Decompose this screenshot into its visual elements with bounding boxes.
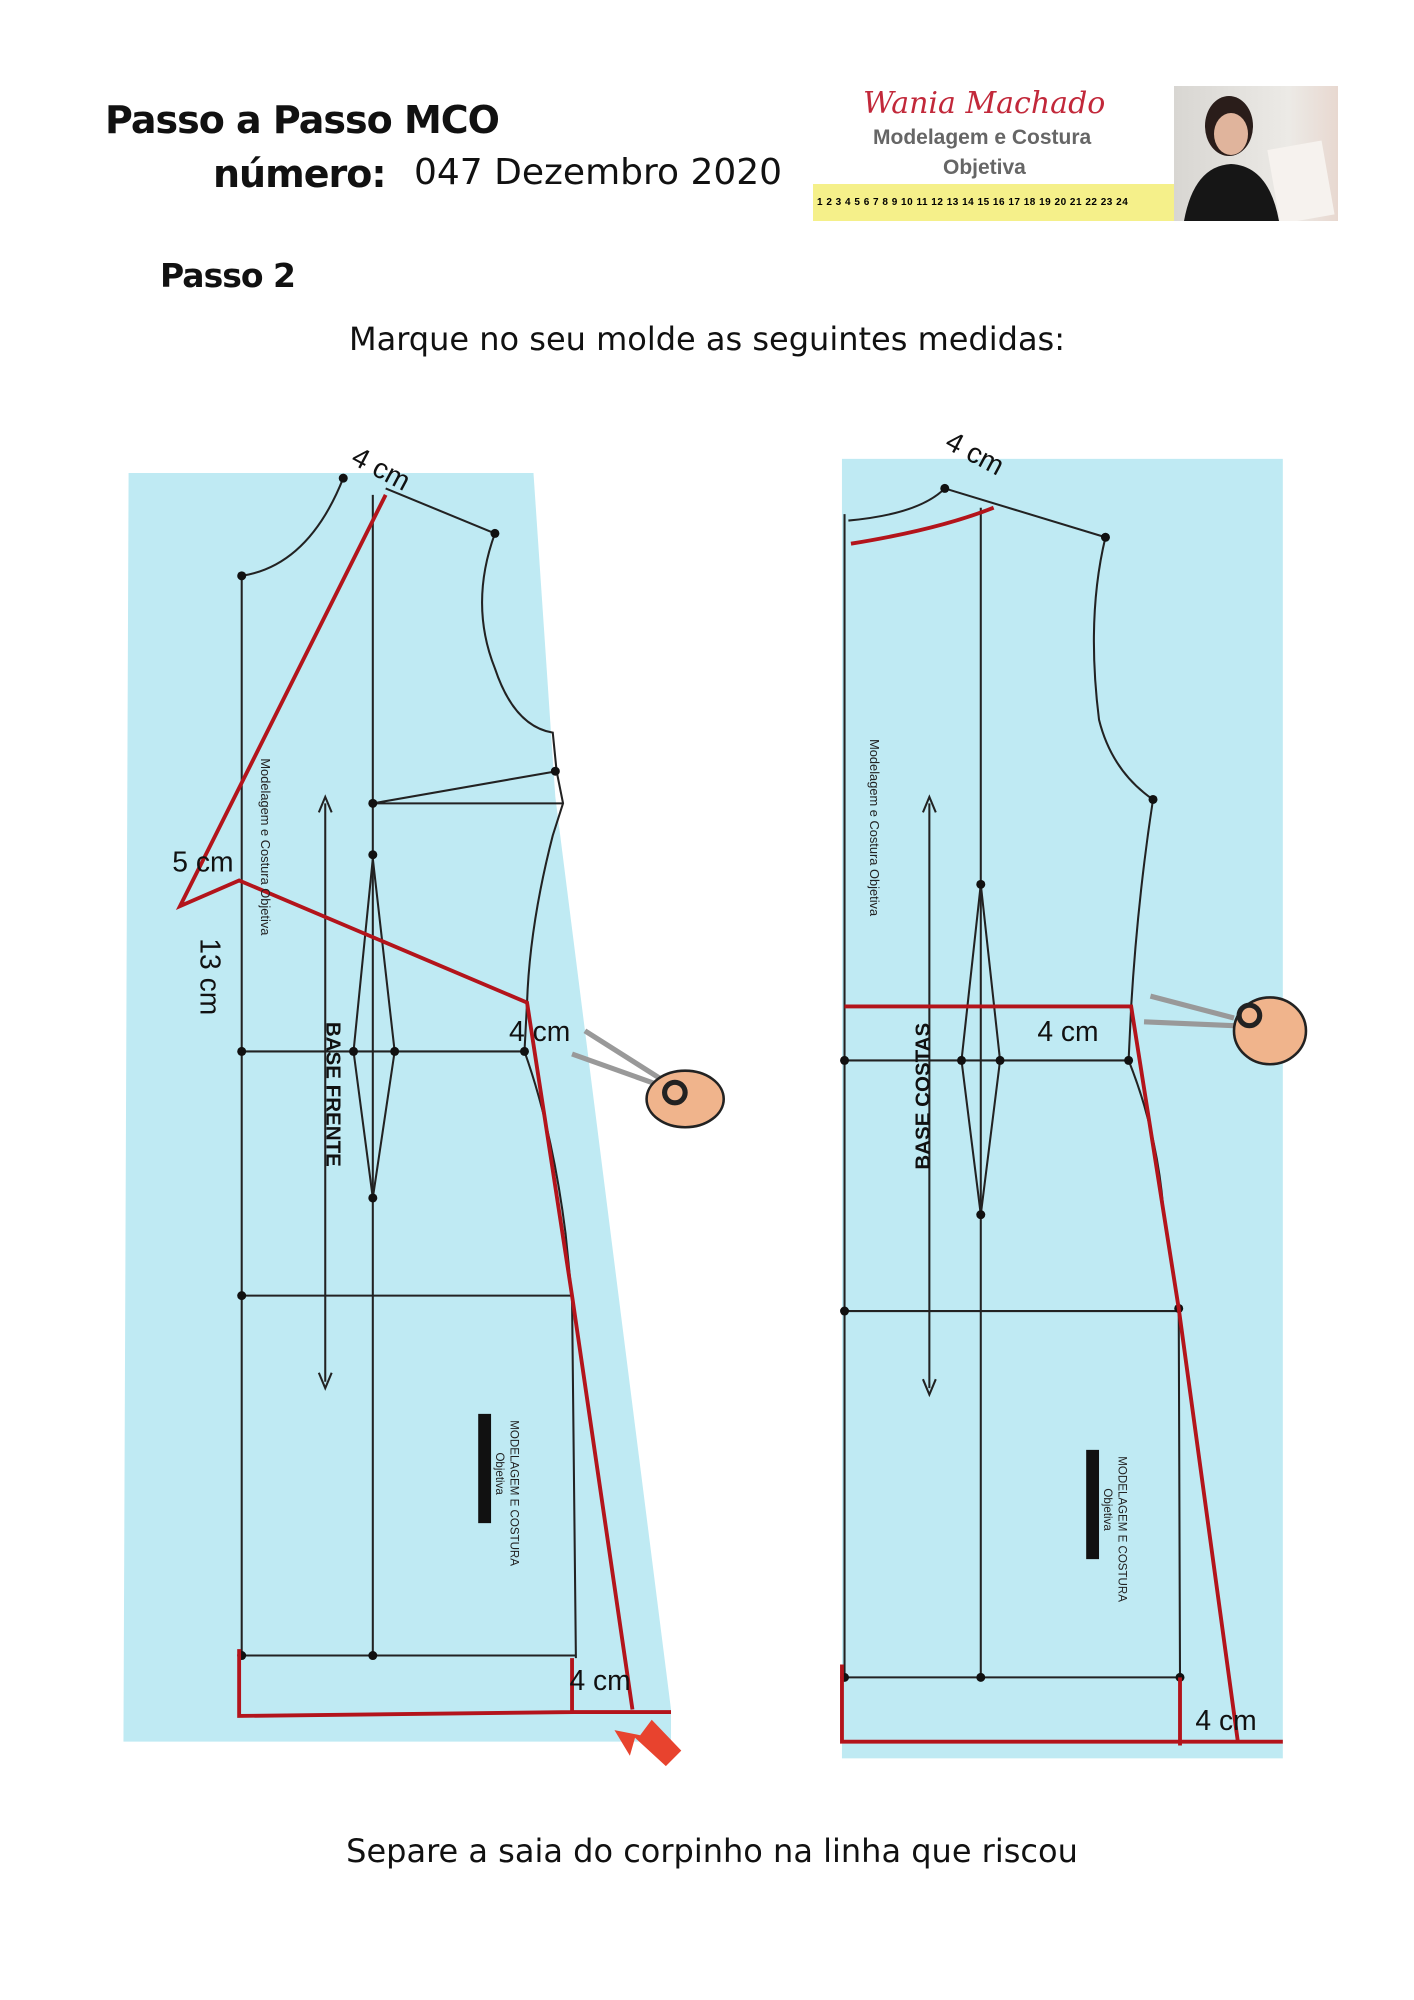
back-stamp-2: Objetiva [1101,1488,1113,1531]
red-arrow-icon [614,1719,682,1767]
logo-script-name: Wania Machado [863,86,1106,121]
step-instruction: Marque no seu molde as seguintes medidas… [348,320,1065,358]
scissors-hand-icon [1143,993,1308,1066]
step-title: Passo 2 [160,256,296,295]
back-watermark: Modelagem e Costura Objetiva [867,739,882,917]
back-pattern: 4 cm 4 cm 4 cm BASE COSTAS Modelagem e C… [840,424,1308,1759]
front-watermark: Modelagem e Costura Objetiva [258,758,273,936]
front-waist-measure: 4 cm [509,1015,570,1047]
front-hem-measure: 4 cm [569,1664,630,1696]
front-stamp-1: MODELAGEM E COSTURA [507,1420,519,1566]
front-drop-measure: 13 cm [195,938,227,1015]
front-red-marks [175,493,672,1718]
brand-logo: Wania Machado Modelagem e Costura Objeti… [813,86,1174,221]
author-photo [1174,86,1338,221]
logo-ruler: 1 2 3 4 5 6 7 8 9 10 11 12 13 14 15 16 1… [813,184,1174,221]
front-side-measure: 5 cm [172,845,233,877]
scissors-hand-icon [571,1028,725,1129]
back-red-marks [840,505,1283,1746]
front-pattern: 4 cm 5 cm 13 cm 4 cm 4 cm BASE FRENTE Mo… [123,440,725,1767]
back-stamp-1: MODELAGEM E COSTURA [1115,1456,1127,1602]
logo-line1: Modelagem e Costura [873,126,1092,149]
back-hem-measure: 4 cm [1195,1704,1256,1736]
number-value: 047 Dezembro 2020 [414,152,783,193]
back-base-label: BASE COSTAS [911,1023,934,1170]
step-footer-note: Separe a saia do corpinho na linha que r… [346,1832,1078,1870]
logo-line2: Objetiva [943,156,1026,179]
back-waist-measure: 4 cm [1037,1015,1098,1047]
front-stamp-2: Objetiva [493,1452,505,1495]
front-base-label: BASE FRENTE [322,1022,345,1167]
number-label: número: [213,152,387,196]
document-title: Passo a Passo MCO [105,98,500,142]
